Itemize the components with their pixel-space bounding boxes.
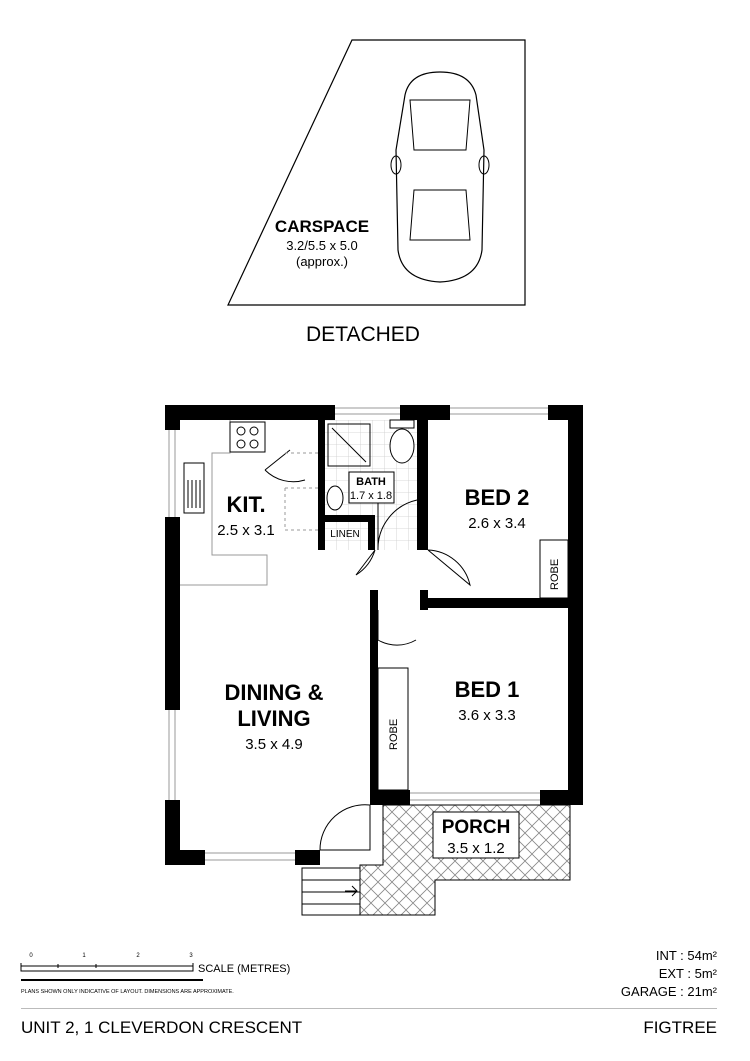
bed2-robe-label: ROBE (549, 559, 561, 590)
bed1-name: BED 1 (455, 677, 520, 702)
scale-label: SCALE (METRES) (198, 963, 290, 975)
bed1-robe (377, 667, 409, 791)
bed1-dims: 3.6 x 3.3 (458, 707, 516, 724)
carspace-title: CARSPACE (275, 217, 369, 236)
toilet-icon (389, 419, 415, 429)
bed1-robe-label: ROBE (388, 719, 400, 750)
porch-area (301, 804, 571, 916)
address: UNIT 2, 1 CLEVERDON CRESCENT (21, 1018, 302, 1037)
disclaimer: PLANS SHOWN ONLY INDICATIVE OF LAYOUT. D… (21, 989, 234, 995)
scale-tick-2: 2 (136, 953, 140, 959)
scale-bar: 0 1 2 3 SCALE (METRES) PLANS SHOWN ONLY … (20, 953, 290, 995)
kitchen-dims: 2.5 x 3.1 (217, 522, 275, 539)
garage-area: GARAGE : 21m² (621, 984, 718, 999)
porch-name: PORCH (442, 817, 511, 838)
divider (21, 1008, 717, 1009)
bed2-dims: 2.6 x 3.4 (468, 515, 526, 532)
basin-icon (326, 485, 344, 511)
living-dims: 3.5 x 4.9 (245, 736, 303, 753)
doors (264, 449, 471, 851)
living-name-line2: LIVING (237, 706, 310, 731)
carspace-type: DETACHED (306, 323, 420, 346)
suburb: FIGTREE (643, 1018, 717, 1037)
scale-tick-0: 0 (29, 953, 33, 959)
car-icon (390, 71, 490, 283)
walls (165, 405, 583, 865)
bed2-name: BED 2 (465, 485, 530, 510)
porch-dims: 3.5 x 1.2 (447, 840, 505, 857)
linen-label: LINEN (330, 529, 359, 540)
int-area: INT : 54m² (656, 948, 718, 963)
scale-tick-1: 1 (82, 953, 86, 959)
cooktop-icon (229, 421, 266, 453)
kitchen-name: KIT. (226, 492, 265, 517)
bath-dims: 1.7 x 1.8 (350, 490, 392, 502)
bath-fixtures (326, 419, 415, 511)
sink-icon (183, 462, 205, 514)
carspace-note: (approx.) (296, 254, 348, 269)
ext-area: EXT : 5m² (659, 966, 718, 981)
living-name-line1: DINING & (225, 680, 324, 705)
scale-tick-3: 3 (189, 953, 193, 959)
steps (301, 867, 361, 916)
bed2-robe (539, 539, 569, 599)
carspace-dims: 3.2/5.5 x 5.0 (286, 238, 358, 253)
kitchen-fixtures (180, 420, 318, 586)
bath-name: BATH (356, 476, 386, 488)
carspace: CARSPACE 3.2/5.5 x 5.0 (approx.) DETACHE… (227, 39, 526, 346)
windows (168, 407, 548, 861)
shower-icon (327, 423, 371, 467)
